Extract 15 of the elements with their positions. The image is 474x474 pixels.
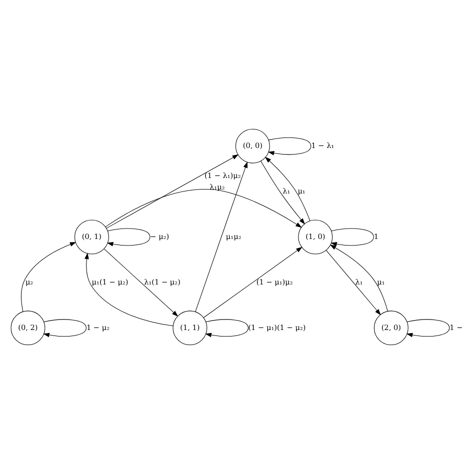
arrow — [43, 319, 86, 338]
arrow — [268, 137, 312, 156]
arrow — [330, 244, 388, 312]
arrow — [330, 228, 374, 246]
arrow — [84, 252, 174, 326]
arrow — [21, 242, 76, 312]
arrow — [106, 154, 239, 229]
arrow — [106, 228, 150, 246]
arrow — [326, 250, 381, 316]
arrow — [105, 189, 302, 228]
arrow — [203, 246, 302, 318]
arrow — [205, 319, 248, 338]
arrow — [195, 162, 248, 312]
arrow — [406, 319, 450, 338]
arrow — [104, 248, 178, 317]
